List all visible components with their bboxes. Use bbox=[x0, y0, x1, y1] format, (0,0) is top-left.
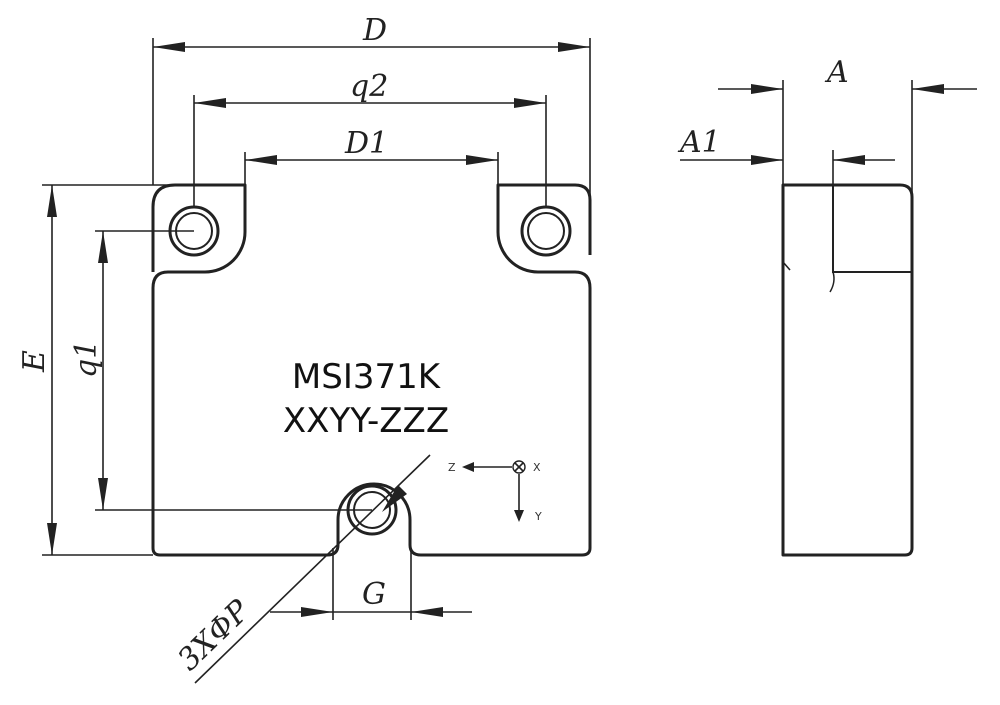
mounting-hole-2-inner bbox=[527, 212, 565, 250]
axis-x-label: X bbox=[533, 461, 541, 474]
dimension-G: G bbox=[270, 548, 472, 620]
side-view bbox=[781, 183, 914, 557]
part-number-marking: MSI371K bbox=[292, 357, 442, 397]
front-view-left-tab bbox=[151, 183, 176, 272]
dimension-q2: q2 bbox=[193, 69, 547, 207]
dimension-q2-label: q2 bbox=[350, 69, 388, 104]
dimension-A1-label: A1 bbox=[677, 125, 721, 160]
dimension-D: D bbox=[152, 13, 591, 200]
axis-z-label: Z bbox=[448, 461, 456, 474]
dimension-E: E bbox=[17, 184, 175, 556]
dimension-A-label: A bbox=[824, 55, 849, 90]
dimension-q1: q1 bbox=[69, 230, 372, 511]
dimension-A: A bbox=[718, 55, 977, 197]
side-view-outline bbox=[781, 183, 914, 557]
dimension-D1: D1 bbox=[244, 126, 499, 185]
x-axis-out-of-page-icon bbox=[512, 460, 526, 474]
dimension-G-label: G bbox=[362, 577, 386, 612]
axis-y-label: Y bbox=[534, 510, 542, 523]
dimension-D1-label: D1 bbox=[344, 126, 388, 161]
dimension-D-label: D bbox=[362, 13, 387, 48]
dimension-q1-label: q1 bbox=[69, 340, 104, 378]
axis-indicator: Z X Y bbox=[448, 460, 542, 523]
dimension-A1: A1 bbox=[677, 125, 895, 185]
dimension-E-label: E bbox=[17, 350, 52, 373]
mounting-hole-2-outer bbox=[520, 205, 572, 257]
lot-code-marking: XXYY-ZZZ bbox=[283, 401, 449, 441]
side-view-step bbox=[832, 185, 912, 273]
